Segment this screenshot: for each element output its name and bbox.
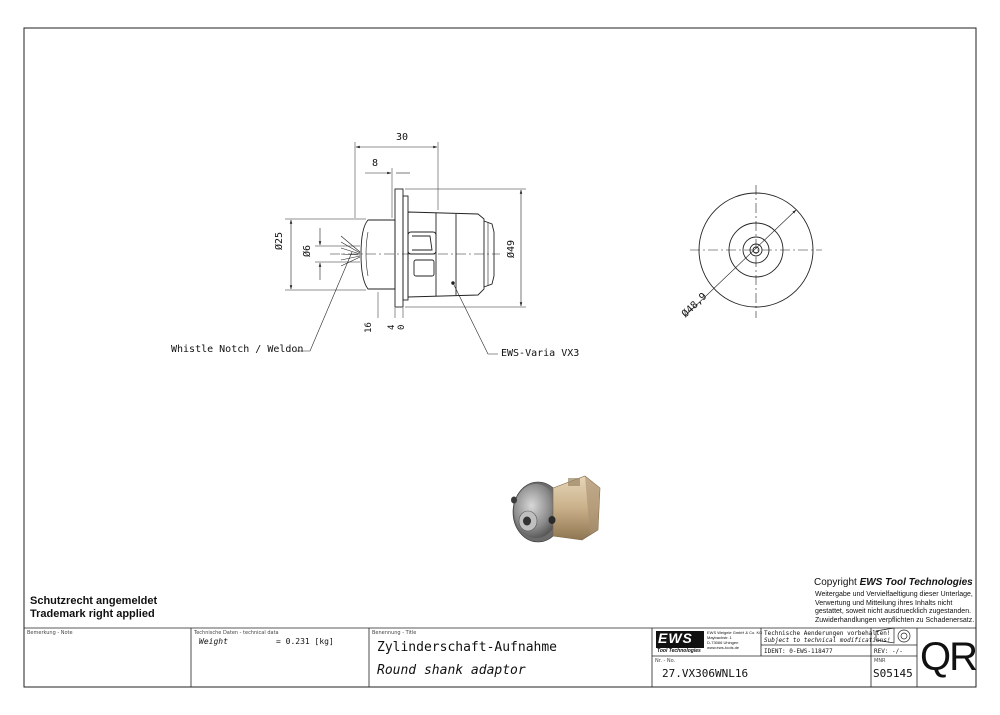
- projection-symbol-icon: [875, 627, 911, 644]
- callout-ews-varia: EWS-Varia VX3: [501, 348, 580, 359]
- part-number: 27.VX306WNL16: [662, 667, 749, 680]
- trademark-line-en: Trademark right applied: [30, 608, 155, 620]
- tech-data-label: Technische Daten - technical data: [194, 630, 279, 636]
- ident-number: IDENT: 0-EWS-118477: [764, 648, 833, 655]
- ews-logo-icon: [656, 631, 704, 648]
- dim-dia-25: Ø25: [274, 231, 285, 250]
- drawing-frame: [23, 27, 977, 688]
- title-english: Round shank adaptor: [377, 663, 526, 678]
- copyright-text: Weitergabe und Vervielfaeltigung dieser …: [815, 591, 975, 624]
- note-label: Bemerkung - Note: [27, 630, 73, 636]
- dim-dia-6: Ø6: [302, 244, 313, 257]
- title-german: Zylinderschaft-Aufnahme: [377, 640, 558, 655]
- dim-length-8: 8: [372, 158, 379, 169]
- dim-ordinate-16: 16: [364, 322, 374, 333]
- logo-text: EWS: [658, 630, 693, 646]
- mnr-value: S05145: [873, 667, 913, 680]
- product-render-3d: [511, 475, 601, 543]
- title-block-grid: [24, 627, 976, 687]
- flange-outline: [394, 188, 404, 308]
- dim-dia-49: Ø49: [506, 239, 517, 258]
- shank-outline: [360, 219, 396, 290]
- weight-label: Weight: [199, 637, 228, 646]
- callout-whistle-notch: Whistle Notch / Weldon: [171, 344, 304, 355]
- body-outline: [407, 211, 485, 298]
- side-view: [285, 142, 526, 355]
- notice-english: Subject to technical modifications!: [764, 637, 891, 644]
- title-label: Benennung - Title: [372, 630, 417, 636]
- qr-mark: QR: [920, 635, 978, 679]
- revision: REV: -/-: [874, 648, 903, 655]
- dim-ordinate-4: 4: [387, 324, 397, 330]
- logo-subtitle: Tool Technologies: [657, 648, 701, 654]
- number-label: Nr. - No.: [655, 658, 676, 664]
- trademark-line-de: Schutzrecht angemeldet: [30, 595, 158, 607]
- front-view: [685, 185, 822, 318]
- dim-length-30: 30: [396, 132, 409, 143]
- mnr-label: MNR: [874, 658, 886, 664]
- copyright-heading: Copyright EWS Tool Technologies: [814, 577, 973, 588]
- company-address: EWS Weigele GmbH & Co. KG Maybachstr. 1 …: [707, 630, 763, 650]
- notice-german: Technische Aenderungen vorbehalten!: [764, 630, 891, 637]
- weight-value: = 0.231 [kg]: [276, 637, 334, 646]
- dim-ordinate-0: 0: [397, 324, 407, 330]
